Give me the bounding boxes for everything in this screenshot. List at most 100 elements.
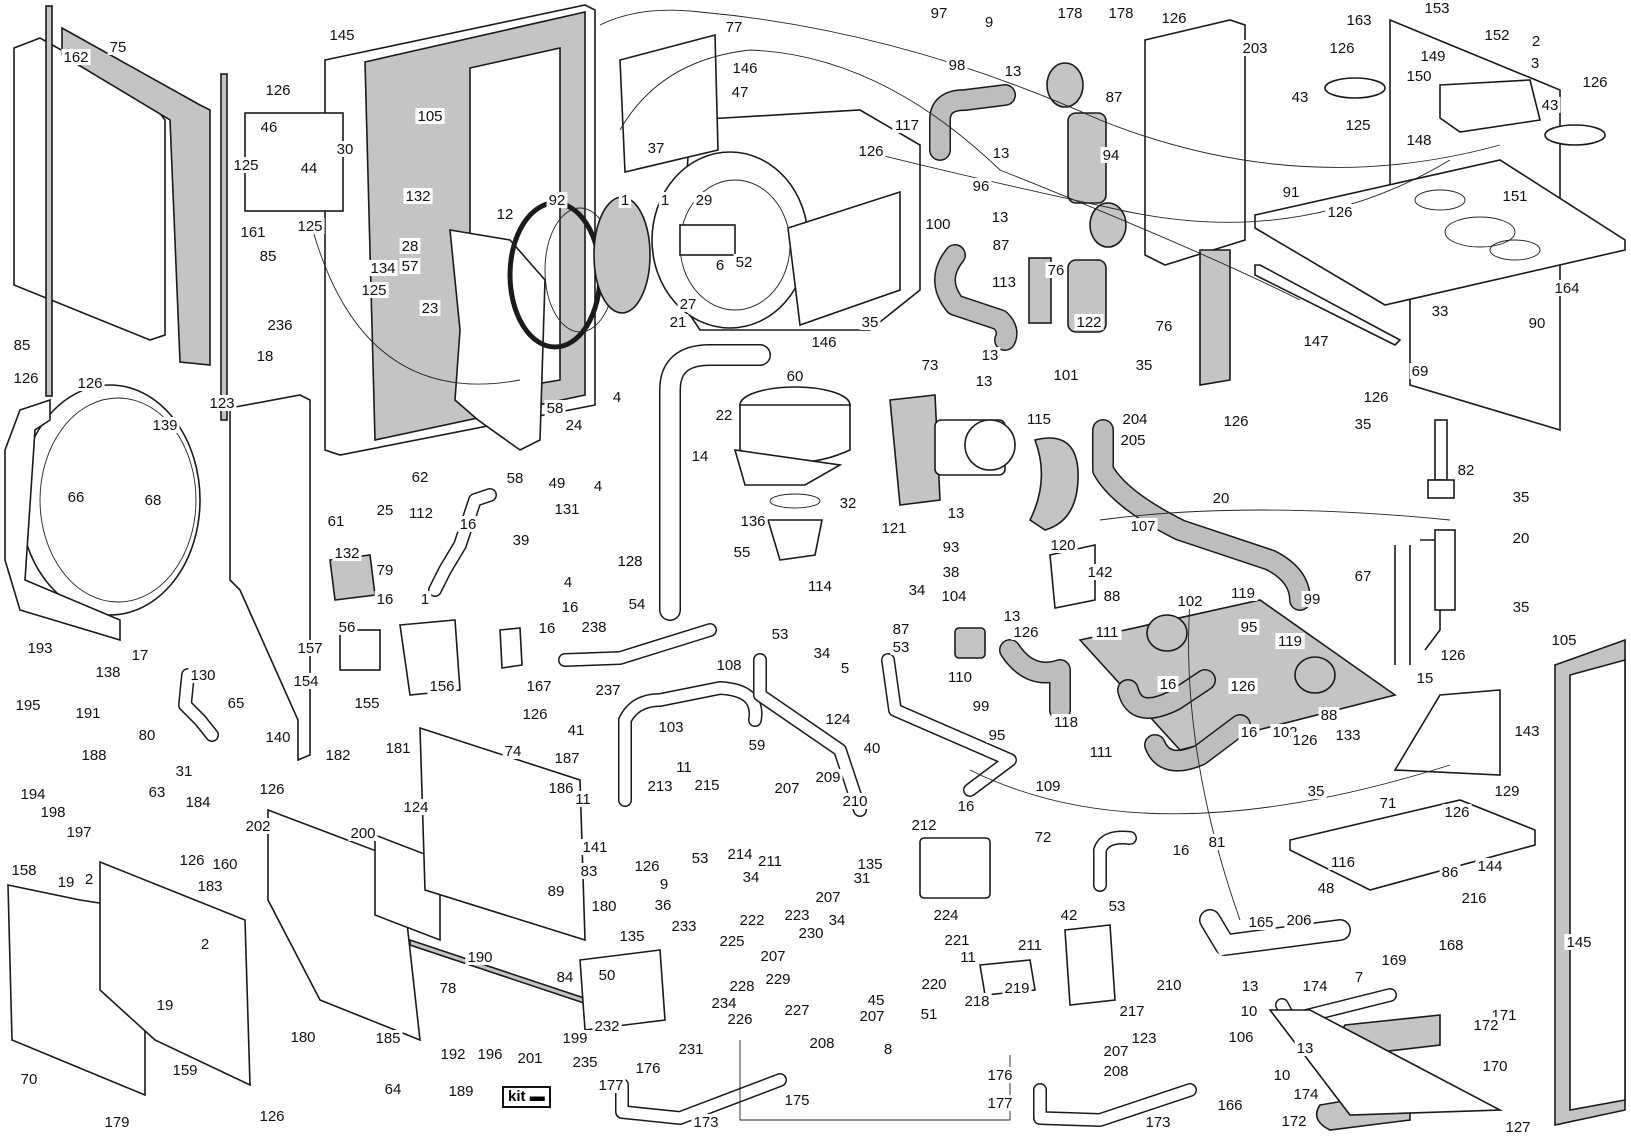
side-strip-85-left — [45, 5, 53, 397]
callout-background — [1422, 0, 1452, 16]
fascia-159 — [99, 860, 251, 1087]
part-callout-111: 111 — [1086, 744, 1116, 761]
callout-number: 185 — [375, 1030, 400, 1047]
callout-background — [1418, 48, 1448, 64]
callout-number: 162 — [63, 49, 88, 66]
callout-number: 125 — [1345, 117, 1370, 134]
callout-number: 149 — [1420, 48, 1445, 65]
part-callout-128: 128 — [615, 553, 645, 570]
callout-number: 108 — [716, 657, 741, 674]
callout-number: 74 — [505, 743, 522, 760]
callout-number: 100 — [925, 216, 950, 233]
callout-number: 16 — [958, 798, 975, 815]
callout-number: 95 — [1241, 619, 1258, 636]
part-callout-126: 126 — [1228, 678, 1258, 695]
part-callout-46: 46 — [258, 119, 280, 136]
callout-background — [257, 1108, 287, 1124]
callout-background — [1289, 89, 1311, 105]
part-callout-116: 116 — [1328, 854, 1358, 871]
callout-number: 102 — [1177, 593, 1202, 610]
pipe-72 — [1094, 832, 1136, 891]
callout-number: 134 — [370, 260, 395, 277]
callout-background — [813, 889, 843, 905]
part-callout-210: 210 — [1154, 977, 1184, 994]
part-callout-95: 95 — [986, 727, 1008, 744]
connector-line — [619, 49, 1301, 301]
callout-number: 235 — [572, 1054, 597, 1071]
part-callout-193: 193 — [25, 640, 55, 657]
part-callout-1: 1 — [658, 192, 672, 209]
part-callout-32: 32 — [837, 495, 859, 512]
part-callout-16: 16 — [559, 599, 581, 616]
callout-number: 78 — [440, 980, 457, 997]
callout-number: 13 — [992, 209, 1009, 226]
callout-number: 10 — [1241, 1003, 1258, 1020]
part-callout-13: 13 — [945, 505, 967, 522]
callout-background — [962, 993, 992, 1009]
callout-number: 86 — [1442, 864, 1459, 881]
callout-number: 219 — [1004, 980, 1029, 997]
callout-number: 72 — [1035, 829, 1052, 846]
part-callout-77: 77 — [723, 19, 745, 36]
part-callout-16: 16 — [374, 591, 396, 608]
part-callout-35: 35 — [1510, 599, 1532, 616]
callout-number: 27 — [680, 296, 697, 313]
callout-background — [855, 856, 885, 872]
siphon-body — [1434, 529, 1456, 611]
callout-number: 126 — [858, 143, 883, 160]
callout-number: 222 — [739, 912, 764, 929]
callout-background — [238, 224, 268, 240]
callout-number: 128 — [617, 553, 642, 570]
callout-background — [645, 140, 667, 156]
callout-number: 96 — [973, 178, 990, 195]
part-callout-42: 42 — [1058, 907, 1080, 924]
callout-number: 133 — [1335, 727, 1360, 744]
callout-background — [1002, 980, 1032, 996]
callout-number: 224 — [933, 907, 958, 924]
callout-number: 202 — [245, 818, 270, 835]
callout-background — [334, 141, 356, 157]
callout-background — [1409, 363, 1431, 379]
part-callout-207: 207 — [1101, 1043, 1131, 1060]
callout-background — [746, 737, 768, 753]
part-callout-48: 48 — [1315, 880, 1337, 897]
part-callout-6: 6 — [713, 257, 727, 274]
callout-background — [596, 967, 618, 983]
part-callout-206: 206 — [1284, 912, 1314, 929]
callout-background — [374, 591, 396, 607]
callout-number: 69 — [1412, 363, 1429, 380]
callout-background — [596, 1077, 626, 1093]
callout-number: 75 — [110, 39, 127, 56]
callout-background — [1318, 707, 1340, 723]
part-callout-91: 91 — [1280, 184, 1302, 201]
callout-background — [18, 1071, 40, 1087]
callout-number: 125 — [297, 218, 322, 235]
part-callout-57: 57 — [399, 258, 421, 275]
burner-tube-29 — [679, 224, 736, 256]
part-callout-126: 126 — [1011, 624, 1041, 641]
callout-number: 104 — [941, 588, 966, 605]
callout-number: 38 — [943, 564, 960, 581]
callout-number: 46 — [261, 119, 278, 136]
part-callout-13: 13 — [989, 209, 1011, 226]
part-callout-34: 34 — [740, 869, 762, 886]
callout-number: 42 — [1061, 907, 1078, 924]
callout-background — [1404, 68, 1434, 84]
part-callout-173: 173 — [691, 1114, 721, 1131]
callout-number: 170 — [1482, 1058, 1507, 1075]
callout-background — [1215, 1097, 1245, 1113]
callout-background — [1442, 804, 1472, 820]
callout-background — [1058, 907, 1080, 923]
part-callout-153: 153 — [1422, 0, 1452, 17]
connector-line — [309, 219, 521, 385]
flue-cap-43-left — [1324, 77, 1386, 99]
part-callout-21: 21 — [667, 314, 689, 331]
callout-number: 216 — [1461, 890, 1486, 907]
callout-background — [809, 334, 839, 350]
callout-number: 57 — [402, 258, 419, 275]
callout-background — [552, 750, 582, 766]
callout-background — [1429, 303, 1451, 319]
callout-background — [150, 417, 180, 433]
callout-background — [146, 784, 168, 800]
